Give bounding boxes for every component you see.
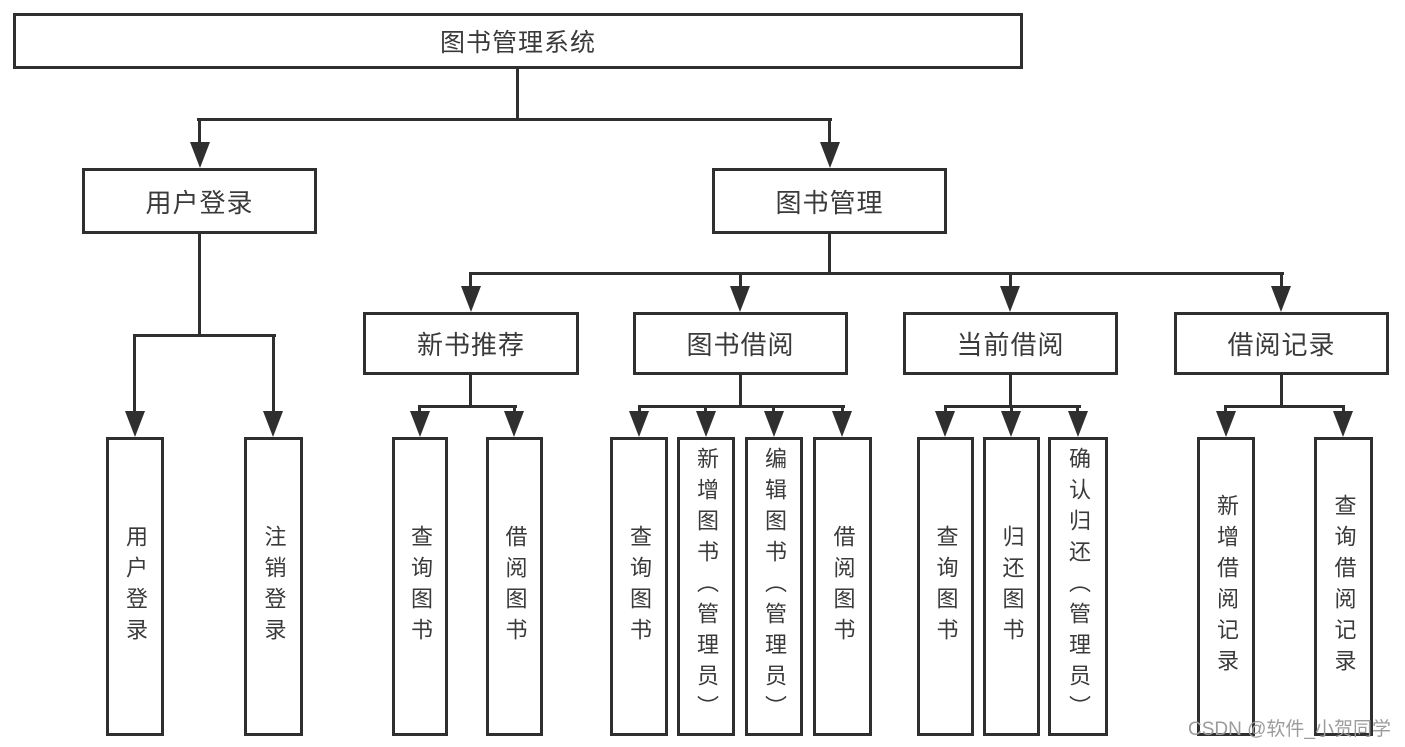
connector-drop-bb-borrow — [841, 405, 844, 415]
leaf-bb-query-books-label: 查询图书 — [627, 524, 652, 649]
arrowhead-br-query — [1333, 411, 1353, 437]
node-root-system: 图书管理系统 — [13, 13, 1023, 69]
arrowhead-user-login — [190, 142, 210, 168]
arrowhead-newbookrec — [461, 286, 481, 312]
connector-bookmgmt-stem — [828, 233, 831, 274]
leaf-br-query-record: 查询借阅记录 — [1314, 437, 1373, 736]
connector-bookborrow-stem — [739, 375, 742, 407]
leaf-cb-confirm-return-admin-label: 确认归还（管理员） — [1066, 447, 1091, 726]
leaf-bb-add-books-admin: 新增图书（管理员） — [677, 437, 735, 736]
leaf-nb-borrow-books: 借阅图书 — [486, 437, 543, 736]
arrowhead-bb-query — [629, 411, 649, 437]
leaf-cb-confirm-return-admin: 确认归还（管理员） — [1048, 437, 1108, 736]
node-new-book-recommend: 新书推荐 — [363, 312, 579, 375]
leaf-br-add-record: 新增借阅记录 — [1197, 437, 1255, 736]
connector-drop-borrowrecords — [1280, 272, 1283, 290]
node-user-login: 用户登录 — [82, 168, 317, 234]
leaf-bb-borrow-books: 借阅图书 — [813, 437, 872, 736]
connector-newbookrec-hline — [418, 405, 517, 408]
node-book-borrow-label: 图书借阅 — [686, 330, 795, 360]
connector-drop-cb-return — [1010, 405, 1013, 415]
connector-drop-ul-login — [133, 334, 136, 415]
connector-drop-bb-query — [638, 405, 641, 415]
leaf-user-login-label: 用户登录 — [123, 524, 148, 649]
arrowhead-nb-query — [410, 411, 430, 437]
leaf-bb-query-books: 查询图书 — [610, 437, 668, 736]
arrowhead-borrowrecords — [1271, 286, 1291, 312]
leaf-bb-add-books-admin-label: 新增图书（管理员） — [694, 447, 719, 726]
node-new-book-recommend-label: 新书推荐 — [416, 330, 525, 360]
connector-drop-br-query — [1342, 405, 1345, 415]
arrowhead-currentborrow — [1000, 286, 1020, 312]
node-borrow-records-label: 借阅记录 — [1227, 330, 1336, 360]
connector-drop-newbookrec — [469, 272, 472, 290]
connector-drop-br-add — [1224, 405, 1227, 415]
leaf-cb-query-books-label: 查询图书 — [933, 524, 959, 649]
connector-drop-cb-query — [944, 405, 947, 415]
node-current-borrow-label: 当前借阅 — [956, 330, 1065, 360]
leaf-logout: 注销登录 — [244, 437, 303, 736]
connector-drop-cb-confirm — [1076, 405, 1079, 415]
leaf-nb-borrow-books-label: 借阅图书 — [502, 524, 528, 649]
connector-drop-bb-edit — [772, 405, 775, 415]
connector-borrowrecords-hline — [1224, 405, 1345, 408]
connector-userlogin-stem — [198, 234, 201, 336]
connector-drop-bb-add — [704, 405, 707, 415]
arrowhead-nb-borrow — [504, 411, 524, 437]
arrowhead-bb-add — [696, 411, 716, 437]
connector-root-hline — [197, 118, 832, 121]
connector-borrowrecords-stem — [1280, 375, 1283, 407]
leaf-br-add-record-label: 新增借阅记录 — [1214, 493, 1239, 680]
leaf-nb-query-books: 查询图书 — [392, 437, 448, 736]
node-book-management: 图书管理 — [712, 168, 947, 234]
node-book-management-label: 图书管理 — [775, 187, 884, 218]
connector-drop-currentborrow — [1009, 272, 1012, 290]
connector-bookborrow-hline — [638, 405, 845, 408]
node-user-login-label: 用户登录 — [145, 187, 254, 218]
arrowhead-ul-login — [125, 411, 145, 437]
connector-userlogin-hline — [133, 334, 276, 337]
arrowhead-cb-confirm — [1068, 411, 1088, 437]
node-root-system-label: 图书管理系统 — [439, 29, 596, 57]
arrowhead-cb-query — [935, 411, 955, 437]
connector-currentborrow-stem — [1009, 375, 1012, 407]
connector-drop-nb-query — [418, 405, 421, 415]
node-borrow-records: 借阅记录 — [1174, 312, 1389, 375]
connector-drop-bookborrow — [739, 272, 742, 290]
leaf-cb-query-books: 查询图书 — [917, 437, 974, 736]
arrowhead-book-mgmt — [820, 142, 840, 168]
leaf-bb-edit-books-admin-label: 编辑图书（管理员） — [762, 447, 787, 726]
csdn-watermark: CSDN @软件_小贺同学 — [1188, 719, 1391, 740]
leaf-nb-query-books-label: 查询图书 — [408, 524, 433, 649]
arrowhead-bb-borrow — [832, 411, 852, 437]
leaf-bb-edit-books-admin: 编辑图书（管理员） — [745, 437, 803, 736]
connector-drop-ul-logout — [272, 334, 275, 415]
leaf-br-query-record-label: 查询借阅记录 — [1331, 493, 1357, 680]
connector-newbookrec-stem — [469, 375, 472, 407]
leaf-logout-label: 注销登录 — [261, 524, 287, 649]
arrowhead-cb-return — [1001, 411, 1021, 437]
arrowhead-bb-edit — [764, 411, 784, 437]
arrowhead-br-add — [1216, 411, 1236, 437]
leaf-cb-return-books: 归还图书 — [983, 437, 1040, 736]
node-current-borrow: 当前借阅 — [903, 312, 1118, 375]
arrowhead-bookborrow — [730, 286, 750, 312]
node-book-borrow: 图书借阅 — [633, 312, 848, 375]
connector-drop-user-login — [198, 118, 201, 146]
leaf-user-login: 用户登录 — [106, 437, 164, 736]
connector-root-stem — [516, 69, 519, 120]
connector-drop-book-mgmt — [828, 118, 831, 146]
connector-bookmgmt-hline — [469, 272, 1284, 275]
arrowhead-ul-logout — [263, 411, 283, 437]
leaf-cb-return-books-label: 归还图书 — [999, 524, 1025, 649]
connector-drop-nb-borrow — [513, 405, 516, 415]
leaf-bb-borrow-books-label: 借阅图书 — [830, 524, 856, 649]
